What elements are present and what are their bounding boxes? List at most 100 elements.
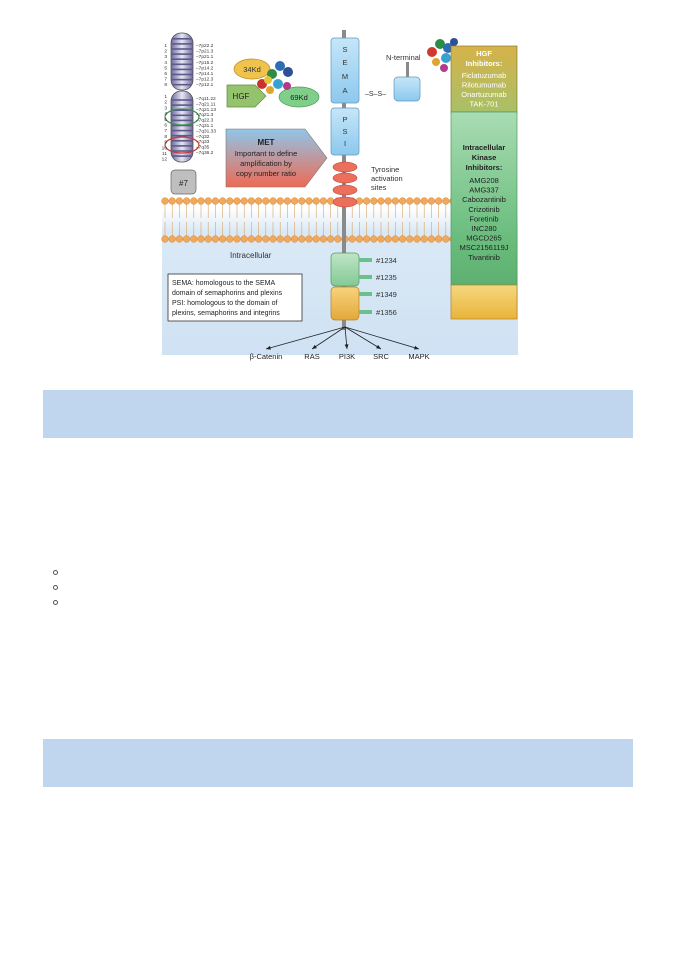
chromosome-7-label: #7 [179, 179, 188, 188]
chromosome-band-number: 4 [164, 111, 167, 117]
kinase-inhibitors-title-3: Inhibitors: [466, 163, 503, 172]
phosphorylation-site-marker [359, 310, 372, 314]
lipid-head [161, 235, 169, 243]
lipid-head [175, 235, 184, 243]
kinase-inhibitor-item: AMG337 [469, 186, 499, 195]
tyrosine-label-3: sites [371, 183, 387, 192]
legend-line-2: domain of semaphorins and plexins [172, 290, 283, 297]
lipid-head [276, 197, 284, 205]
chromosome-band-number: 2 [164, 100, 167, 106]
lipid-head [240, 235, 248, 243]
lipid-head [240, 197, 248, 205]
lipid-head [204, 197, 212, 205]
phosphorylation-site-label: #1349 [376, 290, 397, 299]
lipid-head [247, 197, 256, 205]
lipid-head [348, 235, 356, 243]
hgf-beta-label: 69Kd [290, 93, 308, 102]
phosphorylation-site-marker [359, 292, 372, 296]
green-circle-highlight [164, 108, 200, 126]
kinase-inhibitor-item: Foretinib [469, 214, 498, 223]
disulfide-bond: –S–S– [365, 91, 386, 98]
section-band-1 [43, 390, 633, 438]
lipid-head [211, 197, 220, 205]
psi-domain [330, 107, 360, 156]
lipid-head [319, 235, 328, 243]
chromosome-band-stripe [172, 83, 192, 86]
lipid-head [197, 197, 205, 205]
lipid-head [183, 235, 191, 243]
lipid-head [219, 235, 227, 243]
chromosome-band-label: –7q31.33 [196, 128, 216, 134]
pathway-label: SRC [373, 352, 389, 361]
lipid-head [305, 197, 313, 205]
met-receptor: S E M A P S I Tyrosine activation sites … [330, 30, 462, 330]
lipid-head [298, 197, 306, 205]
kinase-inhibitor-item: INC280 [471, 224, 496, 233]
lipid-head [363, 235, 371, 243]
lipid-head [427, 235, 436, 243]
chromosome-band-number: 11 [162, 151, 167, 157]
lipid-head [226, 197, 234, 205]
list-item [53, 565, 58, 580]
lipid-head [363, 197, 371, 205]
tyrosine-sites [332, 161, 358, 208]
kinase-inhibitors-title-2: Kinase [472, 153, 497, 162]
pathway-arrow [344, 326, 382, 350]
chromosome-band-number: 4 [164, 60, 167, 66]
kinase-domain [330, 252, 360, 287]
lipid-head [262, 235, 270, 243]
chromosome-band-stripe [172, 134, 192, 137]
phosphorylation-site-label: #1234 [376, 256, 397, 265]
c-terminal-domain [330, 286, 360, 321]
phosphorylation-site-marker [359, 258, 372, 262]
chromosome-band-label: –7p22.2 [196, 43, 214, 49]
bullet-circle-icon [53, 570, 58, 575]
chromosome-band-stripe [172, 140, 192, 142]
bullet-circle-icon [53, 600, 58, 605]
lipid-head [255, 235, 263, 243]
chromosome-band-label: –7p21.1 [196, 54, 214, 60]
hgf-inhibitor-item: Rilotumumab [462, 81, 506, 90]
lipid-head [377, 235, 385, 243]
hgf-molecule: 34Kd HGF 69Kd [226, 58, 320, 108]
legend-line-1: SEMA: homologous to the SEMA [172, 280, 275, 287]
chromosome-band-label: –7p12.3 [196, 77, 214, 83]
hgf-inhibitors-title-2: Inhibitors: [466, 59, 503, 68]
pathway-label: MAPK [408, 352, 429, 361]
hgf-inhibitor-item: Ficlatuzumab [462, 71, 507, 80]
chromosome-band-number: 3 [164, 105, 167, 111]
lipid-head [168, 235, 176, 243]
pathway-arrowhead [376, 344, 381, 349]
chromosome-band-stripe [172, 78, 192, 81]
lipid-head [233, 235, 241, 243]
chromosome-band-stripe [172, 155, 192, 157]
lipid-head [420, 197, 428, 205]
hgf-label: HGF [233, 92, 250, 101]
lipid-head [312, 197, 320, 205]
chromosome-band-number: 7 [164, 77, 167, 83]
lipid-head [384, 235, 392, 243]
section-band-2 [43, 739, 633, 787]
met-info-box: MET Important to define amplification by… [225, 128, 328, 188]
pathway-arrowhead [266, 345, 271, 350]
chromosome-band-stripe [172, 109, 192, 111]
chromosome-band-label: –7q36.2 [196, 150, 214, 156]
lipid-head [355, 235, 364, 243]
red-circle-highlight [164, 136, 200, 154]
lipid-head [406, 197, 414, 205]
chromosome-band-stripe [172, 104, 192, 106]
kinase-inhibitor-item: MGCD265 [466, 234, 501, 243]
intracellular-label: Intracellular [230, 251, 272, 260]
chromosome-band-label: –7q35 [196, 145, 210, 151]
sema-letter-a: A [342, 86, 347, 95]
kinase-inhibitor-item: Cabozantinib [462, 195, 506, 204]
chromosome-band-number: 6 [164, 71, 167, 77]
chromosome-band-number: 2 [164, 49, 167, 55]
chromosome-band-label: –7q21.3 [196, 112, 214, 118]
inhibitor-panel: HGF Inhibitors: FiclatuzumabRilotumumabO… [450, 45, 518, 320]
met-box-line-1: Important to define [235, 149, 298, 158]
lipid-head [391, 197, 400, 205]
hgf-alpha-label: 34Kd [243, 65, 261, 74]
